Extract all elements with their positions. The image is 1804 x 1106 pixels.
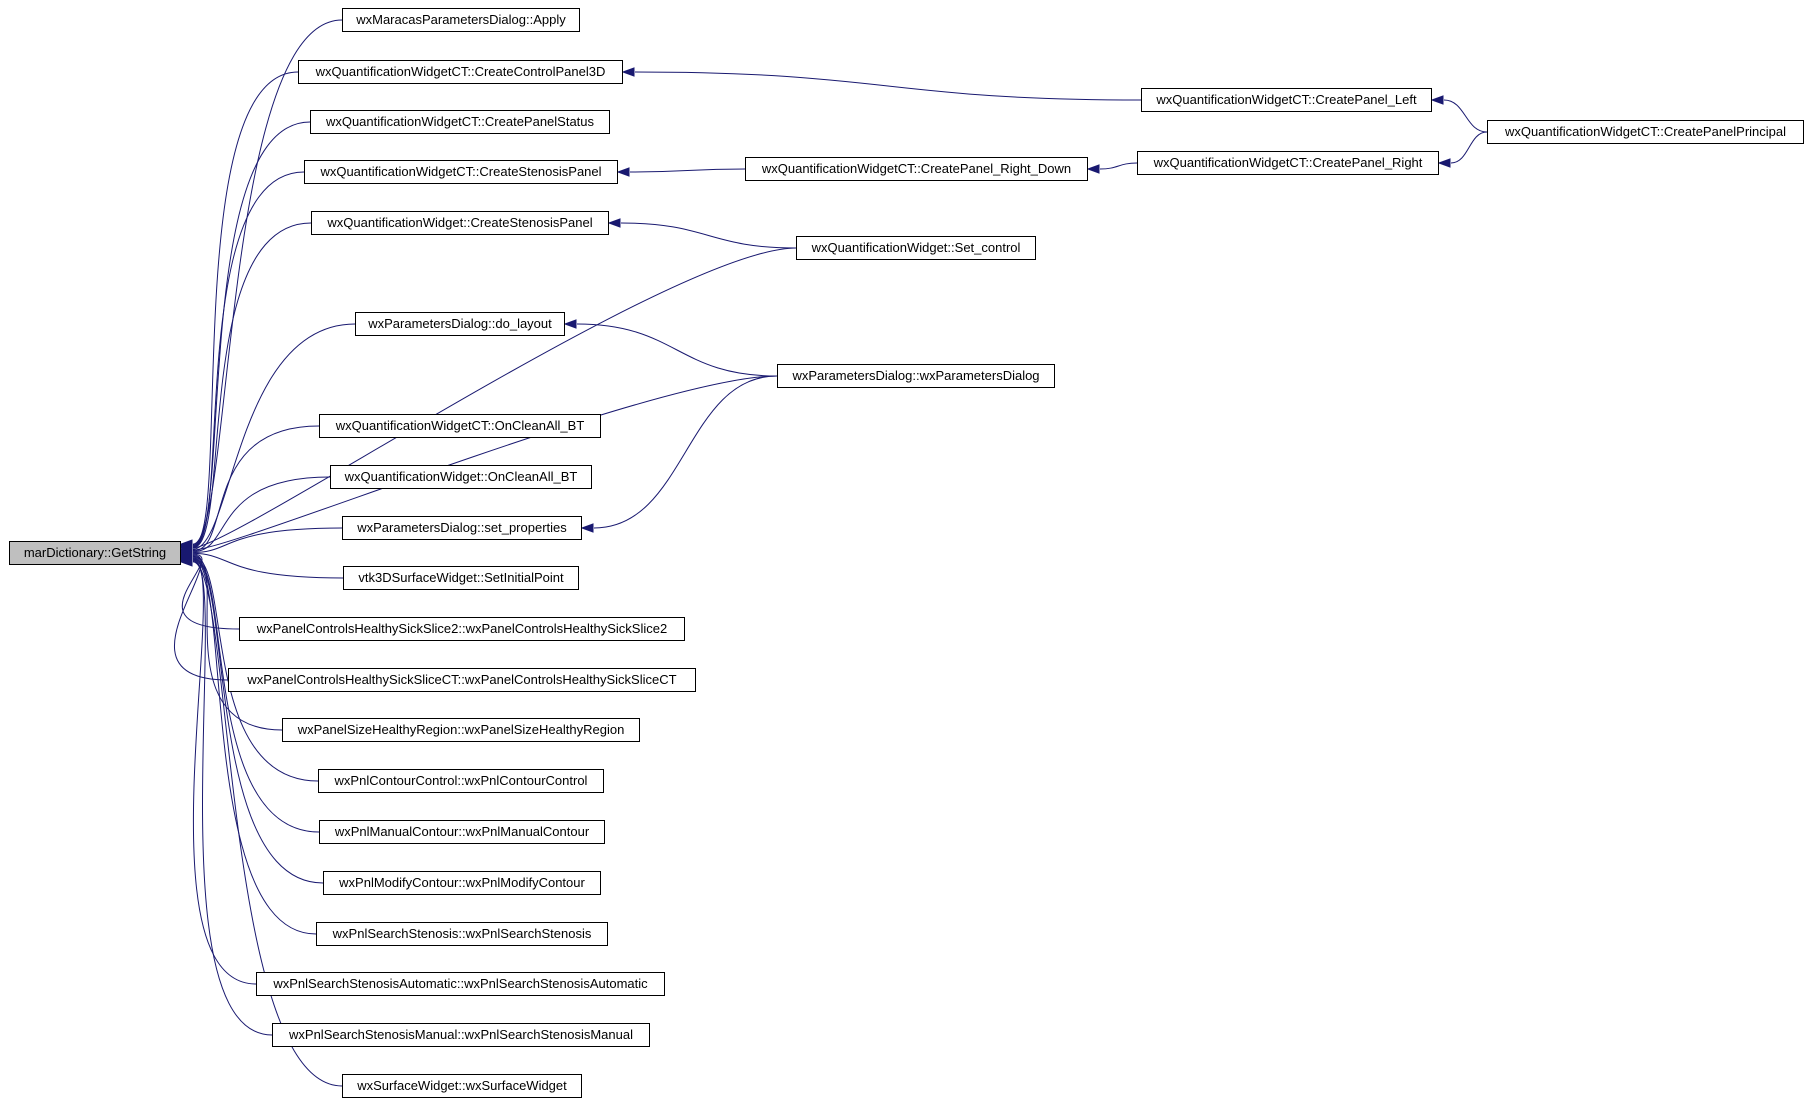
node-ct-panelstatus[interactable]: wxQuantificationWidgetCT::CreatePanelSta… [310, 110, 610, 134]
edge-surface-to-root [179, 557, 343, 1087]
node-pd-do-layout[interactable]: wxParametersDialog::do_layout [355, 312, 565, 336]
node-pd-set-properties[interactable]: wxParametersDialog::set_properties [342, 516, 582, 540]
node-searchstenosis-automatic[interactable]: wxPnlSearchStenosisAutomatic::wxPnlSearc… [256, 972, 665, 996]
node-surfacewidget[interactable]: wxSurfaceWidget::wxSurfaceWidget [342, 1074, 582, 1098]
edge-ct_principal-to-ct_left [1430, 95, 1488, 133]
edge-contourctl-to-root [179, 552, 319, 782]
node-qw-stenosispanel[interactable]: wxQuantificationWidget::CreateStenosisPa… [311, 211, 609, 235]
node-searchstenosis[interactable]: wxPnlSearchStenosis::wxPnlSearchStenosis [316, 922, 608, 946]
edge-qw_setcontrol-to-root [179, 247, 797, 553]
edge-search-to-root [179, 554, 317, 935]
node-ct-controlpanel3d[interactable]: wxQuantificationWidgetCT::CreateControlP… [298, 60, 623, 84]
edge-ct_status-to-root [179, 121, 311, 551]
node-qw-set-control[interactable]: wxQuantificationWidget::Set_control [796, 236, 1036, 260]
node-root[interactable]: marDictionary::GetString [9, 541, 181, 565]
node-ct-panel-right[interactable]: wxQuantificationWidgetCT::CreatePanel_Ri… [1137, 151, 1439, 175]
edge-pd_ctor-to-pd_props [580, 375, 778, 533]
node-slicect[interactable]: wxPanelControlsHealthySickSliceCT::wxPan… [228, 668, 696, 692]
edge-ct_right-to-ct_right_down [1086, 162, 1138, 174]
node-ct-panel-right-down[interactable]: wxQuantificationWidgetCT::CreatePanel_Ri… [745, 157, 1088, 181]
node-ct-cleanall[interactable]: wxQuantificationWidgetCT::OnCleanAll_BT [319, 414, 601, 438]
node-sizeregion[interactable]: wxPanelSizeHealthyRegion::wxPanelSizeHea… [282, 718, 640, 742]
edge-qw_setcontrol-to-qw_stenosis [607, 218, 797, 249]
node-slice2[interactable]: wxPanelControlsHealthySickSlice2::wxPane… [239, 617, 685, 641]
node-modifycontour[interactable]: wxPnlModifyContour::wxPnlModifyContour [323, 871, 601, 895]
edge-qw_stenosis-to-root [179, 222, 312, 553]
node-manualcontour[interactable]: wxPnlManualContour::wxPnlManualContour [319, 820, 605, 844]
edge-ct_principal-to-ct_right [1437, 131, 1488, 168]
node-qw-cleanall[interactable]: wxQuantificationWidget::OnCleanAll_BT [330, 465, 592, 489]
edge-pd_ctor-to-pd_layout [563, 319, 778, 377]
edge-apply-to-root [179, 19, 343, 549]
node-contourcontrol[interactable]: wxPnlContourControl::wxPnlContourControl [318, 769, 604, 793]
node-vtk-setinitialpoint[interactable]: vtk3DSurfaceWidget::SetInitialPoint [343, 566, 579, 590]
edge-ct_right_down-to-ct_stenosis [616, 167, 746, 177]
node-ct-stenosispanel[interactable]: wxQuantificationWidgetCT::CreateStenosis… [304, 160, 618, 184]
node-searchstenosis-manual[interactable]: wxPnlSearchStenosisManual::wxPnlSearchSt… [272, 1023, 650, 1047]
node-ct-panel-left[interactable]: wxQuantificationWidgetCT::CreatePanel_Le… [1141, 88, 1432, 112]
edge-manual-to-root [179, 552, 320, 833]
node-pd-constructor[interactable]: wxParametersDialog::wxParametersDialog [777, 364, 1055, 388]
node-apply[interactable]: wxMaracasParametersDialog::Apply [342, 8, 580, 32]
edge-ct_cp3d-to-root [179, 71, 299, 550]
node-ct-panelprincipal[interactable]: wxQuantificationWidgetCT::CreatePanelPri… [1487, 120, 1804, 144]
edge-ct_left-to-ct_cp3d [621, 67, 1142, 101]
